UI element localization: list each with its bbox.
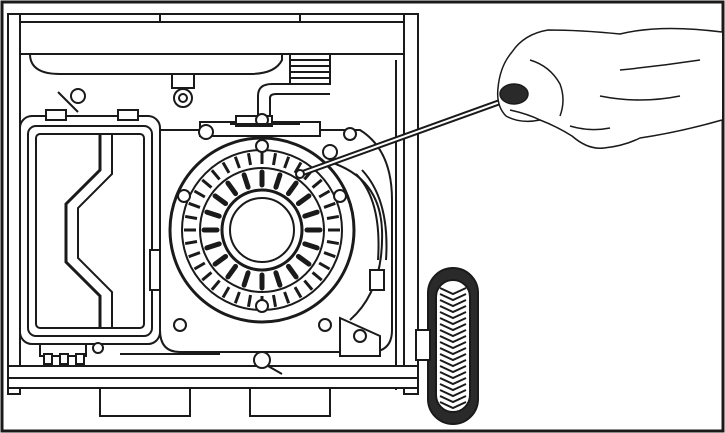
starter-slot (302, 241, 320, 251)
starter-slot (212, 253, 229, 267)
tire-tread (439, 395, 467, 410)
tire-tread (439, 311, 467, 326)
starter-rib (271, 294, 278, 308)
recoil-starter-icon (168, 136, 356, 324)
starter-rib (318, 261, 331, 271)
starter-slot (295, 253, 312, 267)
wheel-icon (415, 267, 479, 425)
tire-tread (439, 347, 467, 362)
starter-rib (326, 214, 340, 221)
starter-rib (323, 251, 336, 259)
starter-slot (285, 263, 299, 280)
starter-rib (303, 279, 314, 291)
air-filter-icon (19, 109, 165, 345)
starter-slot (204, 241, 222, 251)
starter-rib (193, 189, 206, 199)
starter-rib (246, 152, 253, 166)
starter-rib (246, 294, 253, 308)
starter-slot (273, 270, 283, 288)
base-details (39, 342, 220, 365)
tire-tread (439, 383, 467, 398)
starter-rib (233, 291, 241, 304)
hand-holding-tool-icon (496, 27, 723, 149)
starter-rib (193, 261, 206, 271)
tire-tread (439, 299, 467, 314)
starter-rib (221, 161, 231, 174)
starter-rib (326, 239, 340, 246)
starter-slot (204, 209, 222, 219)
starter-rib (188, 201, 201, 209)
fuel-valve (171, 73, 195, 108)
muffler (257, 53, 331, 118)
starter-rib (323, 201, 336, 209)
starter-rib (233, 156, 241, 169)
starter-slot (285, 180, 299, 197)
starter-slot (225, 263, 239, 280)
choke-lever (57, 88, 86, 113)
starter-slot (241, 172, 251, 190)
generator-frame (7, 13, 419, 417)
tire-tread (439, 371, 467, 386)
tire-tread (439, 335, 467, 350)
starter-rib (311, 178, 323, 189)
tire-tread (439, 359, 467, 374)
fuel-tank-bottom (28, 53, 283, 75)
starter-rib (201, 271, 213, 282)
starter-slot (241, 270, 251, 288)
starter-rib (210, 279, 221, 291)
tire-tread (439, 287, 467, 302)
starter-rib (271, 152, 278, 166)
starter-rib (184, 239, 198, 246)
starter-rib (184, 214, 198, 221)
starter-slot (225, 180, 239, 197)
starter-rib (311, 271, 323, 282)
starter-rib (293, 286, 303, 299)
starter-rib (283, 156, 291, 169)
fuel-line (355, 169, 388, 261)
tire-tread (439, 323, 467, 338)
screwdriver-rod-icon (295, 99, 503, 179)
starter-rib (201, 178, 213, 189)
starter-rib (221, 286, 231, 299)
starter-rib (188, 251, 201, 259)
starter-slot (295, 193, 312, 207)
starter-rib (318, 189, 331, 199)
starter-slot (273, 172, 283, 190)
starter-slot (212, 193, 229, 207)
starter-rib (283, 291, 291, 304)
starter-slot (302, 209, 320, 219)
starter-rib (210, 169, 221, 181)
